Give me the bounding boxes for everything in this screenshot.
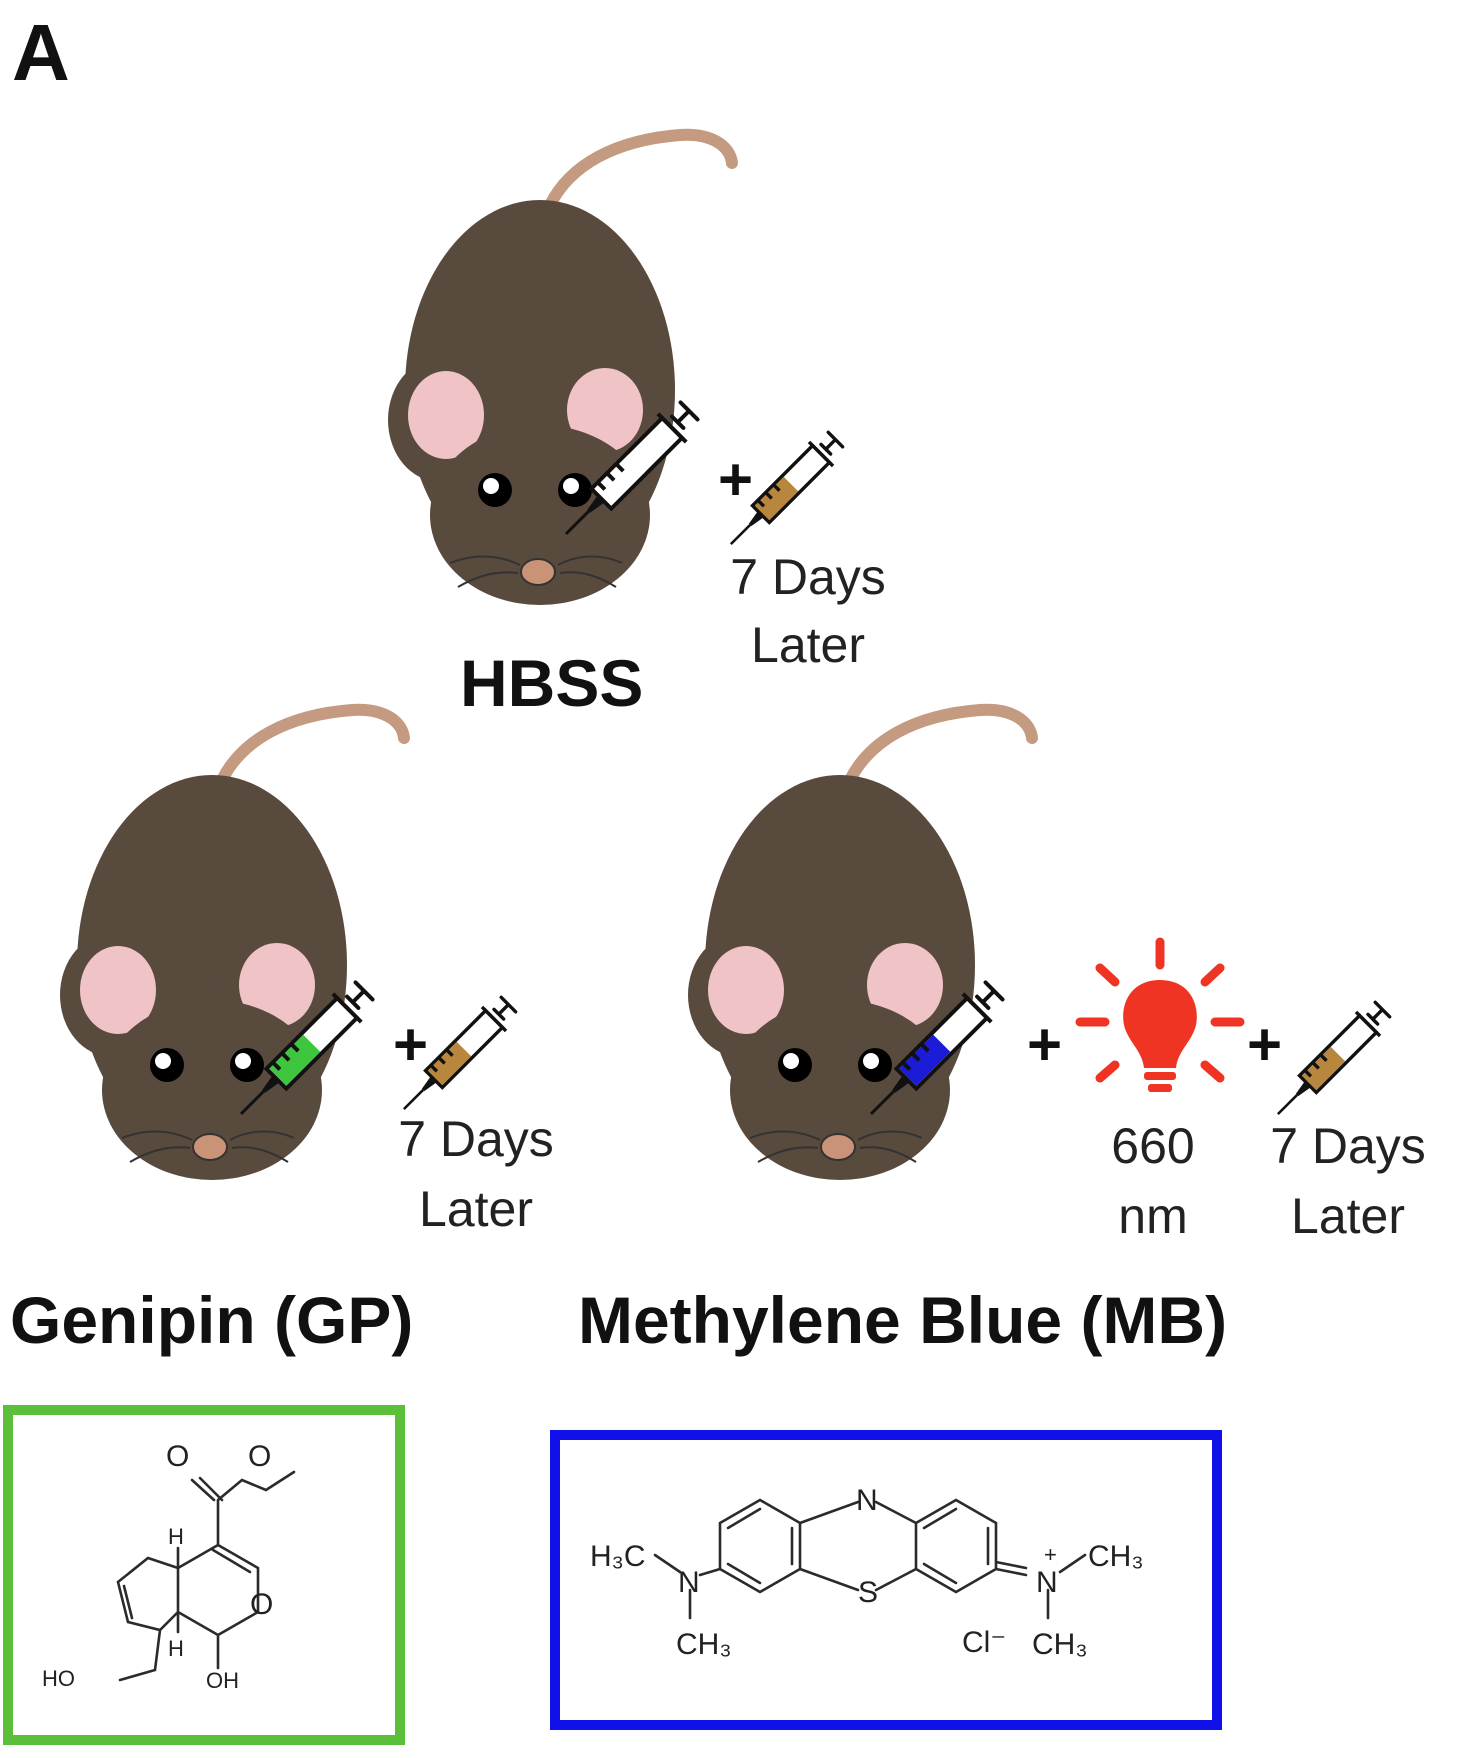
mb-plus-2: + — [1247, 1011, 1282, 1078]
mb-structure-box — [550, 1430, 1222, 1730]
genipin-ho: HO — [42, 1666, 75, 1691]
genipin-group: + 7 Days Later Genipin (GP) — [10, 710, 554, 1357]
mb-label: Methylene Blue (MB) — [578, 1283, 1227, 1357]
hbss-syringe-1 — [552, 397, 703, 548]
genipin-syringe-1 — [227, 977, 378, 1128]
genipin-oh: OH — [206, 1668, 239, 1693]
mb-group: + + 660 nm 7 Days Later Methylene Blue (… — [578, 710, 1426, 1357]
hbss-label: HBSS — [460, 646, 643, 720]
genipin-h-top: H — [168, 1524, 184, 1549]
genipin-o-ester: O — [248, 1440, 271, 1473]
genipin-o-carbonyl: O — [166, 1440, 189, 1473]
mb-ch3-right-bottom: CH₃ — [1032, 1628, 1088, 1661]
hbss-syringe-2 — [717, 425, 850, 558]
hbss-mouse — [388, 135, 732, 605]
genipin-h-bottom: H — [168, 1636, 184, 1661]
mb-h3c-left: H₃C — [590, 1540, 646, 1573]
mb-ch3-right-top: CH₃ — [1088, 1540, 1144, 1573]
mb-chloride: Cl⁻ — [962, 1626, 1006, 1659]
mb-timing-line2: Later — [1291, 1188, 1405, 1244]
genipin-label: Genipin (GP) — [10, 1283, 413, 1357]
hbss-group: + 7 Days Later HBSS — [388, 135, 886, 720]
mb-light-line1: 660 — [1111, 1118, 1194, 1174]
mb-n-plus: N — [1036, 1566, 1058, 1599]
mb-structure: N S N H₃C CH₃ N + CH₃ CH₃ Cl⁻ — [550, 1430, 1222, 1730]
mb-ch3-left-bottom: CH₃ — [676, 1628, 732, 1661]
genipin-timing-line1: 7 Days — [398, 1111, 554, 1167]
mb-syringe-1 — [857, 977, 1008, 1128]
genipin-syringe-2 — [390, 990, 523, 1123]
genipin-timing-line2: Later — [419, 1181, 533, 1237]
mb-timing-line1: 7 Days — [1270, 1118, 1426, 1174]
mb-plus-charge: + — [1044, 1542, 1057, 1567]
mb-n-left: N — [678, 1566, 700, 1599]
genipin-plus: + — [393, 1011, 428, 1078]
mb-bonds — [653, 1498, 1087, 1620]
mb-light-line2: nm — [1118, 1188, 1187, 1244]
genipin-structure-box — [3, 1405, 405, 1745]
mb-syringe-2 — [1264, 995, 1397, 1128]
mb-mouse — [688, 710, 1032, 1180]
hbss-timing-line2: Later — [751, 617, 865, 673]
light-bulb-icon — [1075, 937, 1245, 1092]
genipin-bonds — [116, 1470, 296, 1682]
hbss-timing-line1: 7 Days — [730, 549, 886, 605]
genipin-mouse — [60, 710, 404, 1180]
hbss-plus: + — [718, 446, 753, 513]
mb-n-top: N — [856, 1484, 878, 1517]
panel-label: A — [12, 8, 70, 97]
genipin-structure: O O H H O HO OH — [3, 1405, 405, 1745]
mb-s: S — [858, 1576, 878, 1609]
mb-plus-1: + — [1027, 1011, 1062, 1078]
genipin-o-ring: O — [250, 1588, 273, 1621]
